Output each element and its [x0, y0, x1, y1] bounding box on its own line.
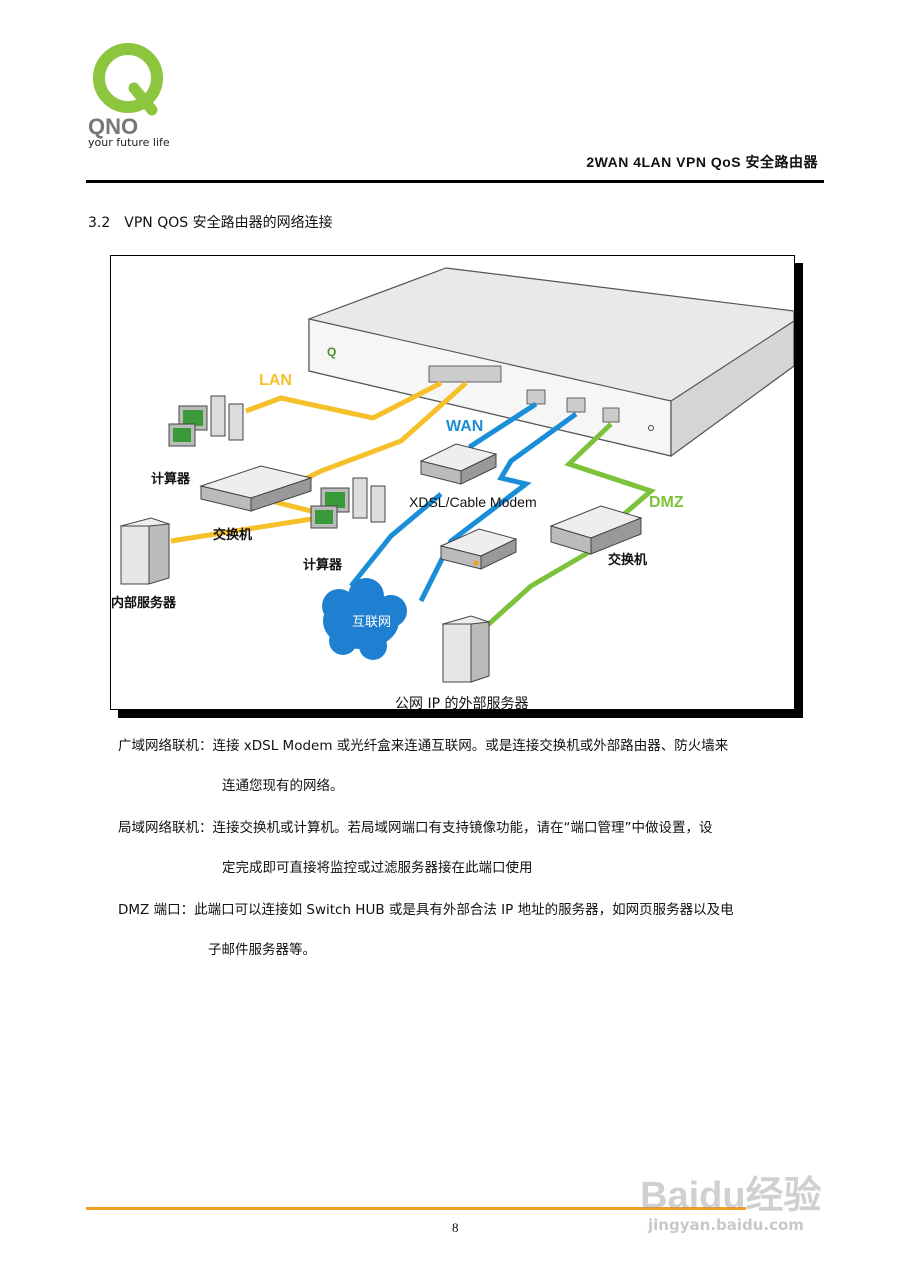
qno-logo: QNO [88, 43, 163, 139]
internet-cloud-icon [322, 578, 407, 660]
switch-left-label: 交换机 [213, 528, 253, 543]
watermark-url: jingyan.baidu.com [648, 1216, 804, 1234]
logo-tagline: your future life [88, 136, 170, 149]
modem-label: XDSL/Cable Modem [409, 494, 537, 510]
network-diagram-art: Q [119, 267, 794, 683]
baidu-watermark-logo: Baidu经验 [640, 1175, 822, 1217]
computer-mid-label: 计算器 [303, 558, 343, 573]
router-device: Q [308, 267, 794, 458]
section-number: 3.2 [88, 215, 111, 231]
internet-label: 互联网 [352, 615, 392, 630]
header-rule [86, 180, 824, 183]
section-heading: 3.2 VPN QOS 安全路由器的网络连接 [88, 212, 333, 232]
footer-rule [86, 1207, 746, 1210]
logo-text: QNO [88, 114, 138, 139]
lan-label: LAN [259, 372, 292, 389]
network-diagram: Q [110, 255, 795, 712]
document-header-title: 2WAN 4LAN VPN QoS 安全路由器 [586, 154, 818, 170]
lan-description-line2: 定完成即可直接将监控或过滤服务器接在此端口使用 [222, 860, 533, 876]
modem-device-2 [439, 528, 518, 570]
computer-left-label: 计算器 [151, 472, 191, 487]
dmz-description-line2: 子邮件服务器等。 [208, 942, 316, 958]
dmz-description-line1: DMZ 端口：此端口可以连接如 Switch HUB 或是具有外部合法 IP 地… [118, 902, 734, 918]
dmz-label: DMZ [649, 494, 684, 511]
wan-description-line1: 广域网络联机：连接 xDSL Modem 或光纤盒来连通互联网。或是连接交换机或… [118, 738, 729, 754]
switch-left-device [199, 465, 313, 512]
computer-mid-icon [310, 477, 386, 529]
switch-right-device [549, 505, 643, 555]
public-server-icon [441, 615, 491, 683]
switch-right-label: 交换机 [608, 553, 648, 568]
svg-text:Q: Q [327, 345, 336, 359]
internal-server-label: 内部服务器 [111, 596, 177, 611]
computer-left-icon [168, 395, 244, 447]
page-number: 8 [452, 1220, 459, 1235]
section-title: VPN QOS 安全路由器的网络连接 [124, 215, 333, 231]
lan-description-line1: 局域网络联机：连接交换机或计算机。若局域网端口有支持镜像功能，请在“端口管理”中… [118, 820, 713, 836]
internal-server-icon [119, 517, 171, 585]
wan-description-line2: 连通您现有的网络。 [222, 778, 344, 794]
wan-label: WAN [446, 418, 484, 435]
public-server-label: 公网 IP 的外部服务器 [395, 696, 529, 712]
modem-device-1 [419, 443, 498, 485]
watermark-text: Baidu经验 [640, 1175, 822, 1217]
